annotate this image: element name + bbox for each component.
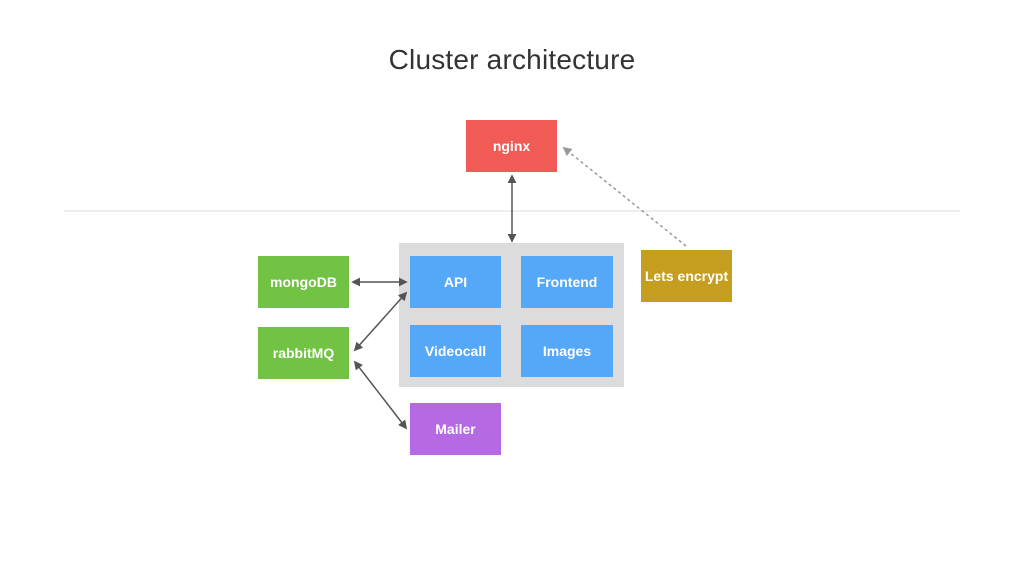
node-images-label: Images <box>542 343 592 359</box>
node-mailer-label: Mailer <box>435 421 476 437</box>
arrow-rabbitmq-api <box>353 291 408 352</box>
node-mongodb-label: mongoDB <box>270 274 337 290</box>
diagram-title: Cluster architecture <box>388 44 636 75</box>
node-api: API <box>410 256 501 308</box>
node-images: Images <box>521 325 613 377</box>
node-rabbitmq: rabbitMQ <box>258 327 349 379</box>
arrow-letsencrypt-nginx <box>562 146 687 247</box>
node-nginx-label: nginx <box>492 138 531 154</box>
arrow-rabbitmq-mailer <box>353 360 408 430</box>
node-videocall-label: Videocall <box>424 343 487 359</box>
node-nginx: nginx <box>466 120 557 172</box>
node-mongodb: mongoDB <box>258 256 349 308</box>
node-letsencrypt-label: Lets encrypt <box>644 268 729 284</box>
node-frontend-label: Frontend <box>536 274 598 290</box>
node-letsencrypt: Lets encrypt <box>641 250 732 302</box>
node-api-label: API <box>443 274 468 290</box>
node-frontend: Frontend <box>521 256 613 308</box>
node-videocall: Videocall <box>410 325 501 377</box>
node-mailer: Mailer <box>410 403 501 455</box>
node-rabbitmq-label: rabbitMQ <box>272 345 335 361</box>
